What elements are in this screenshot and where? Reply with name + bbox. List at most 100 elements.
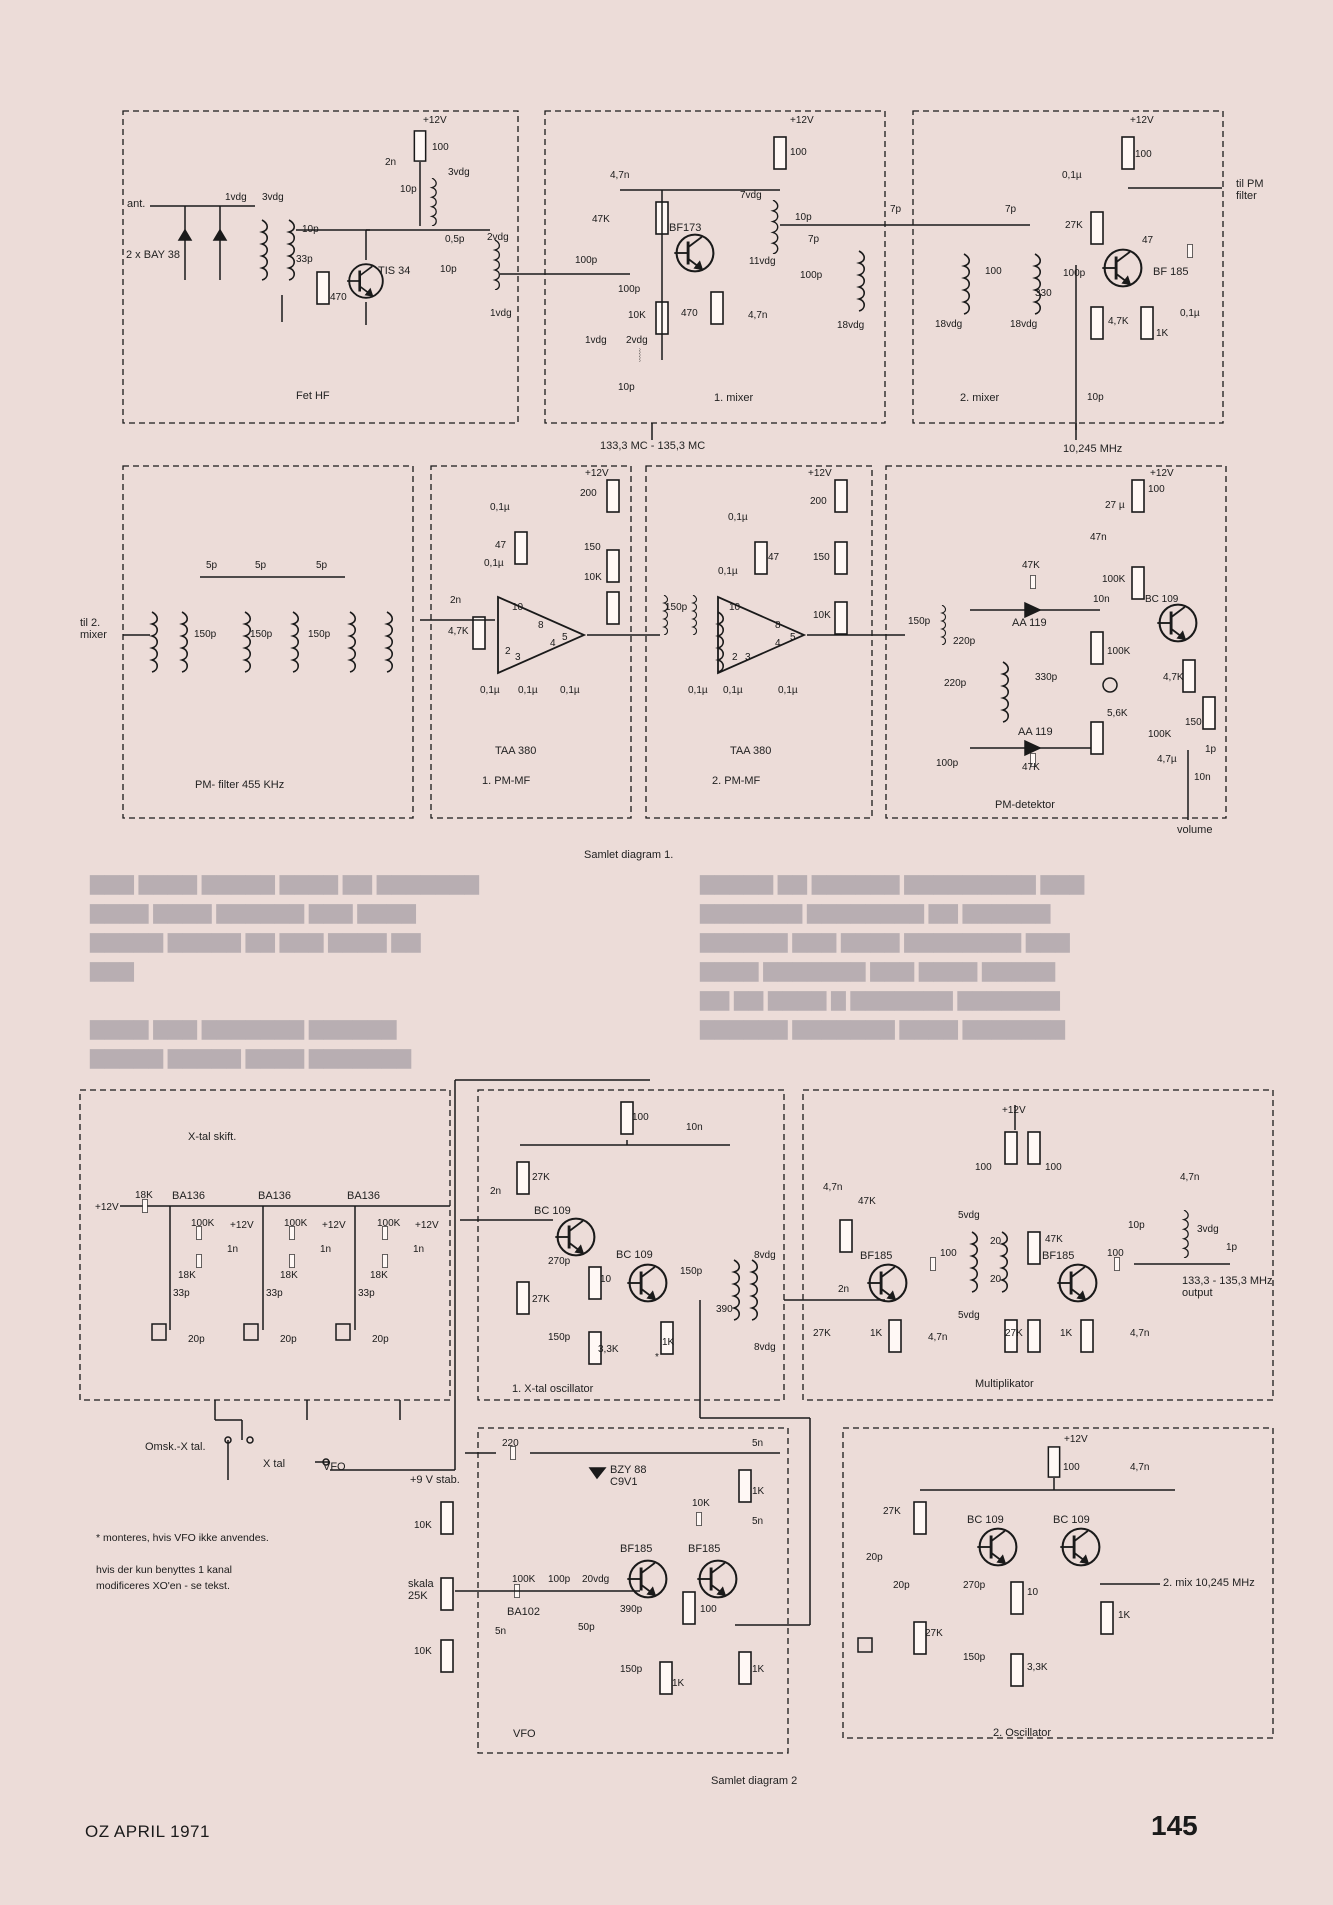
svg-text:+12V: +12V [322, 1220, 346, 1231]
label-tis34: TIS 34 [378, 265, 411, 277]
svg-text:10K: 10K [628, 310, 646, 321]
svg-text:0,1µ: 0,1µ [480, 685, 500, 696]
svg-text:200: 200 [810, 496, 827, 507]
note-3: modificeres XO'en - se tekst. [96, 1580, 230, 1592]
svg-text:2: 2 [732, 652, 738, 663]
svg-text:1K: 1K [662, 1337, 675, 1348]
label-bay38: 2 x BAY 38 [126, 249, 181, 261]
block-title-pm-filter: PM- filter 455 KHz [195, 779, 285, 791]
svg-text:5: 5 [562, 632, 568, 643]
svg-text:+12V: +12V [585, 468, 609, 479]
svg-text:100K: 100K [1102, 574, 1126, 585]
svg-text:220p: 220p [953, 636, 976, 647]
svg-text:8vdg: 8vdg [754, 1342, 776, 1353]
svg-text:1K: 1K [672, 1678, 685, 1689]
svg-text:100K: 100K [191, 1218, 215, 1229]
block-title-fet-hf: Fet HF [296, 390, 330, 402]
svg-text:10: 10 [600, 1274, 612, 1285]
footer-journal: OZ APRIL 1971 [85, 1822, 210, 1841]
svg-text:*: * [655, 1352, 659, 1363]
label-ba136-2: BA136 [258, 1190, 292, 1202]
svg-text:5vdg: 5vdg [958, 1210, 980, 1221]
svg-text:18vdg: 18vdg [837, 320, 864, 331]
svg-text:150p: 150p [308, 629, 331, 640]
note-2: hvis der kun benyttes 1 kanal [96, 1564, 232, 1576]
svg-text:100K: 100K [1148, 729, 1172, 740]
svg-text:27K: 27K [813, 1328, 831, 1339]
label-omsk-xtal: Omsk.-X tal. [145, 1441, 206, 1453]
svg-text:33p: 33p [266, 1288, 283, 1299]
label-bf173: BF173 [669, 222, 702, 234]
svg-text:1p: 1p [1205, 744, 1217, 755]
svg-text:1n: 1n [320, 1244, 331, 1255]
svg-text:20p: 20p [280, 1334, 297, 1345]
svg-text:330: 330 [1035, 288, 1052, 299]
svg-text:4,7K: 4,7K [1108, 316, 1129, 327]
svg-text:+12V: +12V [790, 115, 814, 126]
svg-text:5vdg: 5vdg [958, 1310, 980, 1321]
svg-text:10: 10 [729, 602, 741, 613]
label-output: 133,3 - 135,3 MHz output [1182, 1275, 1273, 1299]
svg-text:4: 4 [550, 638, 556, 649]
block-title-2-oscillator: 2. Oscillator [993, 1727, 1052, 1739]
svg-text:150p: 150p [665, 602, 688, 613]
svg-text:150: 150 [1185, 717, 1202, 728]
block-title-xtal-skift: X-tal skift. [188, 1131, 237, 1143]
svg-text:150p: 150p [680, 1266, 703, 1277]
svg-text:0,5p: 0,5p [445, 234, 465, 245]
label-ant: ant. [127, 198, 146, 210]
svg-text:11vdg: 11vdg [749, 256, 776, 267]
svg-text:7p: 7p [808, 234, 820, 245]
svg-text:+12V: +12V [415, 1220, 439, 1231]
svg-text:5n: 5n [752, 1516, 763, 1527]
svg-text:3: 3 [515, 652, 521, 663]
svg-text:1K: 1K [1156, 328, 1169, 339]
svg-text:0,1µ: 0,1µ [718, 566, 738, 577]
svg-text:10p: 10p [1128, 1220, 1145, 1231]
svg-text:0,1µ: 0,1µ [518, 685, 538, 696]
svg-text:4,7n: 4,7n [928, 1332, 947, 1343]
svg-text:100p: 100p [1063, 268, 1086, 279]
svg-text:47n: 47n [1090, 532, 1107, 543]
svg-text:1p: 1p [1226, 1242, 1238, 1253]
svg-text:10K: 10K [414, 1646, 432, 1657]
svg-text:470: 470 [330, 292, 347, 303]
block-title-multiplikator: Multiplikator [975, 1378, 1034, 1390]
svg-text:7vdg: 7vdg [740, 190, 762, 201]
block-title-2-mixer: 2. mixer [960, 392, 1000, 404]
caption-diagram-2: Samlet diagram 2 [711, 1775, 798, 1787]
svg-text:100p: 100p [618, 284, 641, 295]
svg-text:0,1µ: 0,1µ [688, 685, 708, 696]
label-aa119-b: AA 119 [1018, 726, 1053, 738]
svg-text:47K: 47K [592, 214, 610, 225]
block-title-1-mixer: 1. mixer [714, 392, 754, 404]
svg-text:4,7n: 4,7n [1130, 1328, 1149, 1339]
svg-text:220: 220 [502, 1438, 519, 1449]
svg-text:5n: 5n [752, 1438, 763, 1449]
svg-text:20p: 20p [893, 1580, 910, 1591]
svg-text:5p: 5p [316, 560, 328, 571]
svg-text:1vdg: 1vdg [585, 335, 607, 346]
svg-text:20vdg: 20vdg [582, 1574, 609, 1585]
label-vfo: VFO [323, 1461, 346, 1473]
svg-text:47K: 47K [1045, 1234, 1063, 1245]
svg-text:100p: 100p [800, 270, 823, 281]
svg-text:200: 200 [580, 488, 597, 499]
svg-text:47K: 47K [858, 1196, 876, 1207]
svg-text:10: 10 [1027, 1587, 1039, 1598]
label-9v-stab: +9 V stab. [410, 1474, 460, 1486]
svg-text:150p: 150p [548, 1332, 571, 1343]
svg-text:+12V: +12V [1130, 115, 1154, 126]
svg-text:100: 100 [1063, 1462, 1080, 1473]
svg-text:10p: 10p [302, 224, 319, 235]
svg-text:5p: 5p [255, 560, 267, 571]
svg-text:2n: 2n [838, 1284, 849, 1295]
svg-text:1K: 1K [752, 1486, 765, 1497]
svg-text:27K: 27K [532, 1172, 550, 1183]
svg-text:3vdg: 3vdg [262, 192, 284, 203]
svg-text:4: 4 [775, 638, 781, 649]
svg-text:10K: 10K [813, 610, 831, 621]
block-title-1-xtal-osc: 1. X-tal oscillator [512, 1383, 594, 1395]
